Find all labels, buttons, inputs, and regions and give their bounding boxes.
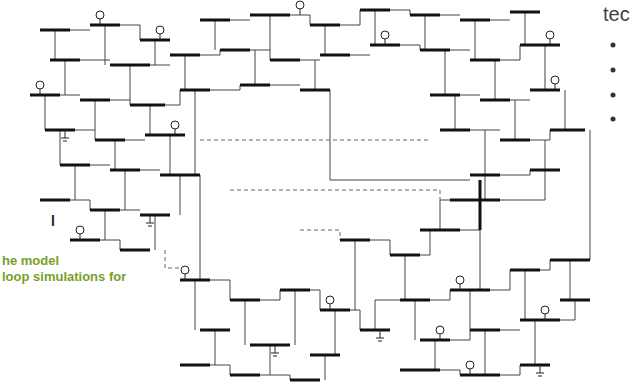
bullet-dot	[611, 68, 616, 73]
bullet-dot	[611, 93, 616, 98]
generator-symbols	[36, 1, 559, 375]
subtitle-fragment: loop simulations for	[2, 270, 126, 285]
bullet-dot	[611, 43, 616, 48]
bullet-points	[611, 43, 616, 122]
tie-lines-dashed	[165, 140, 440, 268]
heading-fragment: tec	[603, 3, 630, 26]
bullet-dot	[611, 117, 616, 122]
subtitle-fragment: he model	[2, 254, 59, 269]
ground-symbols	[61, 130, 544, 376]
bus-bars	[30, 10, 590, 380]
letter-fragment: l	[51, 213, 55, 229]
